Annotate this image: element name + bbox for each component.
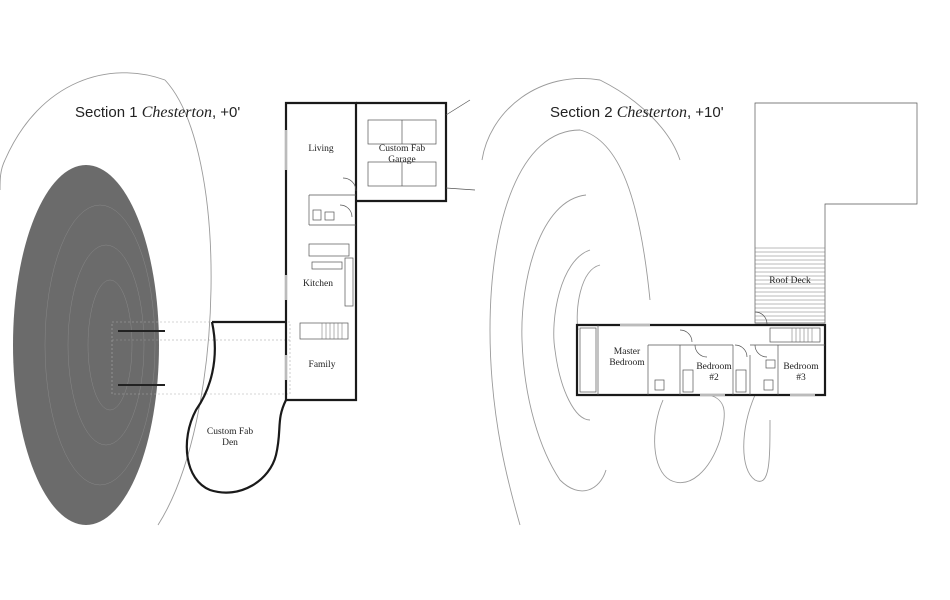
contour-line	[67, 244, 145, 446]
stair-treads	[321, 323, 343, 339]
room-label-den: Custom Fab	[207, 427, 253, 437]
room-label-garage: Custom Fab	[379, 144, 425, 154]
contour-line	[579, 129, 651, 301]
garage-door-swing	[445, 99, 476, 191]
pond-shape	[13, 165, 159, 525]
section-2-site	[481, 78, 771, 526]
section-1-name: Chesterton	[142, 104, 212, 121]
contour-line	[481, 78, 601, 161]
room-label-bedroom3-line2: #3	[796, 373, 806, 383]
sink	[765, 359, 776, 369]
contour-line	[157, 79, 212, 526]
section-2-floor-plan	[575, 102, 918, 397]
room-label-garage-line2: Garage	[388, 155, 415, 165]
contour-line	[521, 194, 607, 492]
room-label-bedroom2: Bedroom	[696, 362, 732, 372]
section-1-elevation: +0'	[220, 104, 240, 121]
door-swing	[754, 311, 768, 325]
bathtub	[735, 369, 747, 393]
sink	[324, 211, 335, 221]
door-swing	[734, 344, 748, 358]
section-1-site	[0, 72, 291, 526]
balcony	[579, 327, 597, 393]
deck-boards	[755, 247, 825, 321]
room-label-den-line2: Den	[222, 438, 238, 448]
dock	[111, 321, 291, 395]
room-label-living: Living	[308, 144, 334, 154]
section-2-name: Chesterton	[617, 104, 687, 121]
section-1-number: 1	[129, 104, 137, 121]
room-label-bedroom2-line2: #2	[709, 373, 719, 383]
upper-floor-walls	[575, 323, 827, 397]
section-2-number: 2	[604, 104, 612, 121]
room-label-bedroom3: Bedroom	[783, 362, 819, 372]
contour-line	[654, 394, 725, 484]
room-label-kitchen: Kitchen	[303, 279, 333, 289]
kitchen-counter	[308, 243, 350, 257]
door-swing	[694, 344, 708, 358]
room-label-master: Master	[614, 347, 641, 357]
contour-line	[489, 129, 581, 526]
door-swing	[754, 344, 768, 358]
den-walls	[185, 320, 287, 494]
toilet	[763, 379, 774, 391]
room-label-family: Family	[309, 360, 336, 370]
main-block-walls	[284, 101, 358, 402]
kitchen-counter	[344, 257, 354, 307]
roof-deck-outline	[754, 102, 918, 324]
toilet	[654, 379, 665, 391]
section-1-floor-plan	[185, 99, 476, 494]
bathtub	[682, 369, 694, 393]
kitchen-counter	[311, 261, 343, 270]
contour-line	[87, 279, 133, 411]
contour-line	[0, 159, 6, 191]
room-label-master-line2: Bedroom	[609, 358, 645, 368]
contour-line	[576, 264, 601, 331]
section-2-prefix: Section	[550, 104, 600, 121]
door-swing	[339, 204, 353, 218]
stairs	[299, 322, 349, 340]
section-1-prefix: Section	[75, 104, 125, 121]
door-swing	[342, 177, 357, 192]
contour-line	[743, 394, 771, 482]
contour-line	[553, 249, 591, 421]
section-1-title: Section 1 Chesterton, +0'	[75, 104, 240, 121]
contour-line	[599, 79, 681, 161]
stair-treads	[791, 328, 813, 342]
contour-line	[4, 72, 166, 161]
stairs	[769, 327, 821, 343]
contour-line	[44, 204, 156, 486]
toilet	[312, 209, 322, 221]
door-swing	[679, 329, 693, 343]
room-label-roof-deck: Roof Deck	[769, 275, 811, 286]
section-2-elevation: +10'	[695, 104, 723, 121]
garage-walls	[356, 101, 448, 203]
section-2-title: Section 2 Chesterton, +10'	[550, 104, 724, 121]
